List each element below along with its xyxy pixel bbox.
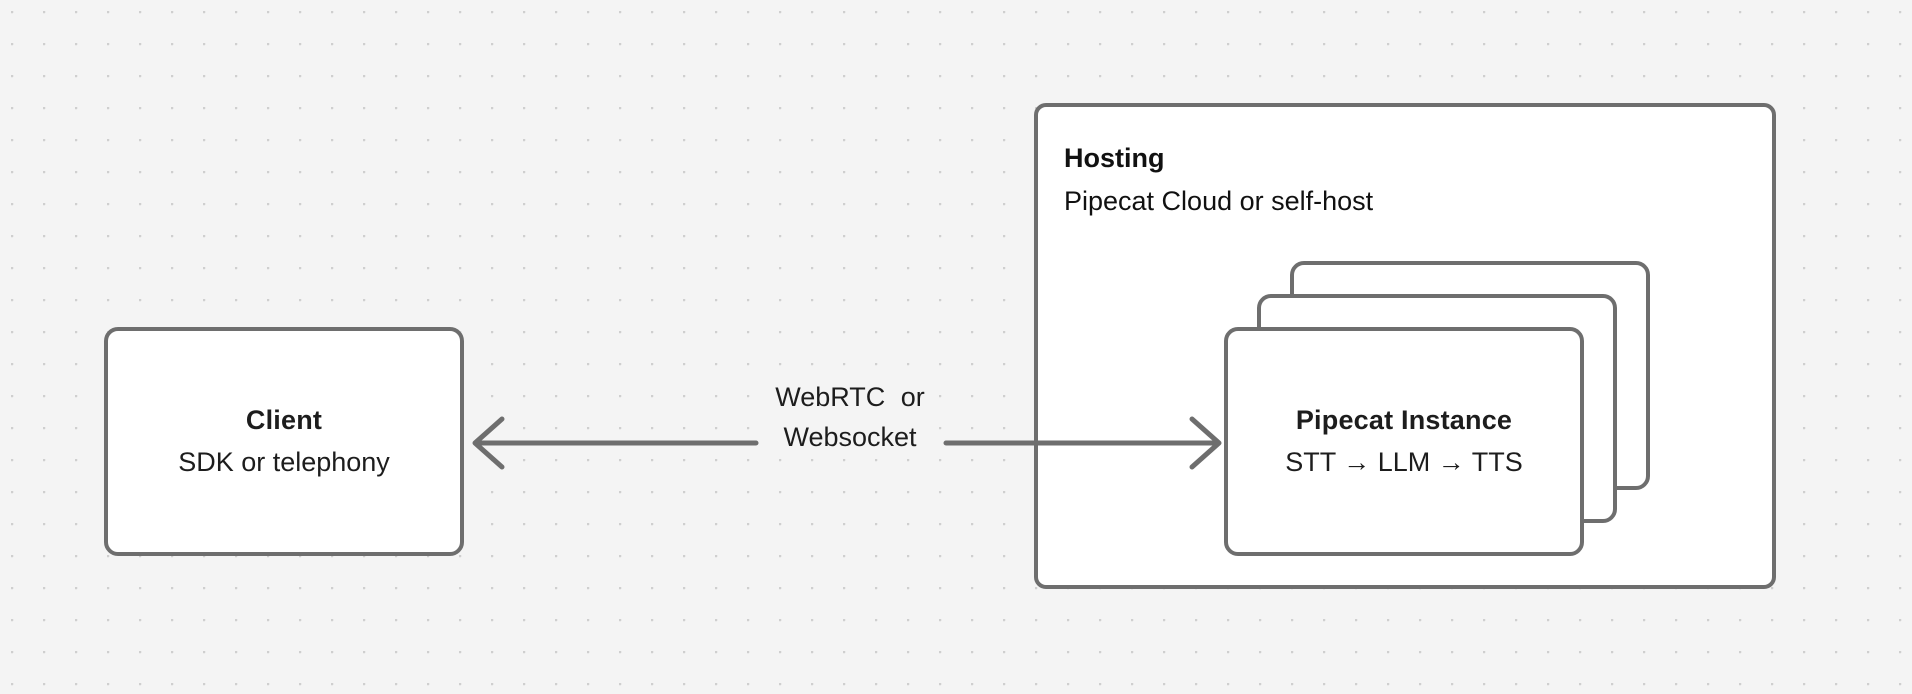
client-node-subtitle: SDK or telephony [178,446,390,477]
edge-label-line-2: or [896,378,929,418]
arrow-right-icon [943,416,1222,470]
edge-label-line-3: Websocket [779,417,921,458]
pipecat-instance-node[interactable]: Pipecat Instance STT → LLM → TTS [1224,327,1584,556]
edge-label-line-1: WebRTC [771,378,890,418]
hosting-node-header: Hosting Pipecat Cloud or self-host [1064,140,1704,220]
pipecat-instance-pipeline: STT → LLM → TTS [1285,446,1523,477]
client-node[interactable]: Client SDK or telephony [104,327,464,556]
client-node-title: Client [245,404,323,435]
arrow-left-icon [472,416,759,470]
hosting-node-title: Hosting [1064,143,1165,173]
hosting-node-subtitle: Pipecat Cloud or self-host [1064,186,1374,217]
pipecat-instance-title: Pipecat Instance [1295,404,1513,435]
